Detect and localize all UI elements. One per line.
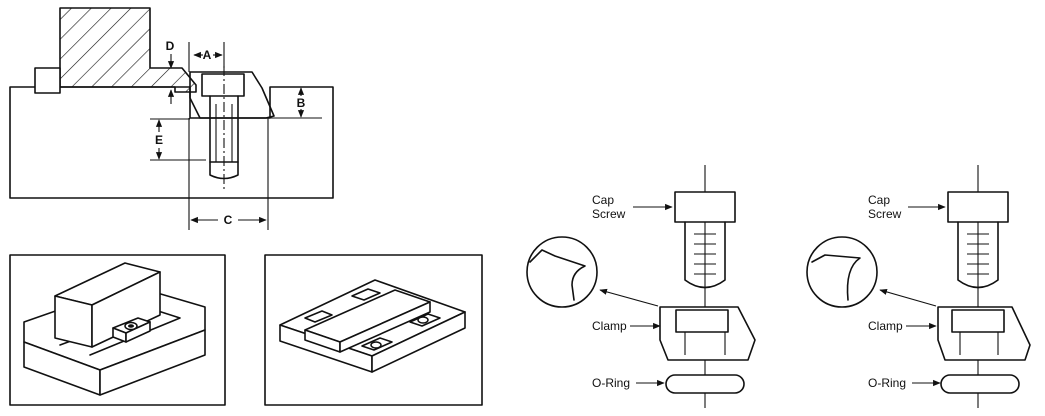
dimension-label-e: E bbox=[155, 133, 163, 147]
clamp-assembly-2: Cap Screw Clamp O-Ring bbox=[806, 165, 1031, 408]
cap-screw-label-line2-1: Screw bbox=[592, 207, 626, 221]
clamp-assembly-1: Cap Screw Clamp O-Ring bbox=[526, 165, 756, 408]
dimension-label-a: A bbox=[203, 48, 212, 62]
o-ring-label-1: O-Ring bbox=[592, 376, 630, 390]
cap-screw-label-line2-2: Screw bbox=[868, 207, 902, 221]
clamp-label-2: Clamp bbox=[868, 319, 903, 333]
detail-circle-2 bbox=[806, 236, 878, 308]
locator-block bbox=[34, 67, 61, 94]
cap-screw-head-2 bbox=[947, 191, 1009, 223]
screw-shank bbox=[209, 95, 239, 163]
o-ring-label-2: O-Ring bbox=[868, 376, 906, 390]
cross-section-diagram: A D B E C bbox=[9, 7, 334, 230]
iso-frame-2 bbox=[264, 254, 483, 406]
clamp-label-1: Clamp bbox=[592, 319, 627, 333]
dimension-label-d: D bbox=[166, 39, 175, 53]
iso-frame-1 bbox=[9, 254, 226, 406]
dimension-label-c: C bbox=[224, 213, 233, 227]
clamp-profile bbox=[189, 71, 275, 119]
screw-head bbox=[201, 73, 245, 97]
cap-screw-label-line1-2: Cap bbox=[868, 193, 890, 207]
o-ring-2 bbox=[940, 374, 1020, 394]
cap-screw-head-1 bbox=[674, 191, 736, 223]
dimension-label-b: B bbox=[297, 96, 306, 110]
detail-circle-1 bbox=[526, 236, 598, 308]
o-ring-1 bbox=[665, 374, 745, 394]
cap-screw-body-1 bbox=[684, 221, 726, 289]
isometric-view-slot-clamps bbox=[264, 254, 483, 406]
cap-screw-body-2 bbox=[957, 221, 999, 289]
isometric-view-clamp-block bbox=[9, 254, 226, 406]
screw-tip bbox=[209, 161, 239, 180]
cap-screw-label-line1-1: Cap bbox=[592, 193, 614, 207]
workpiece-hatched bbox=[59, 7, 197, 93]
